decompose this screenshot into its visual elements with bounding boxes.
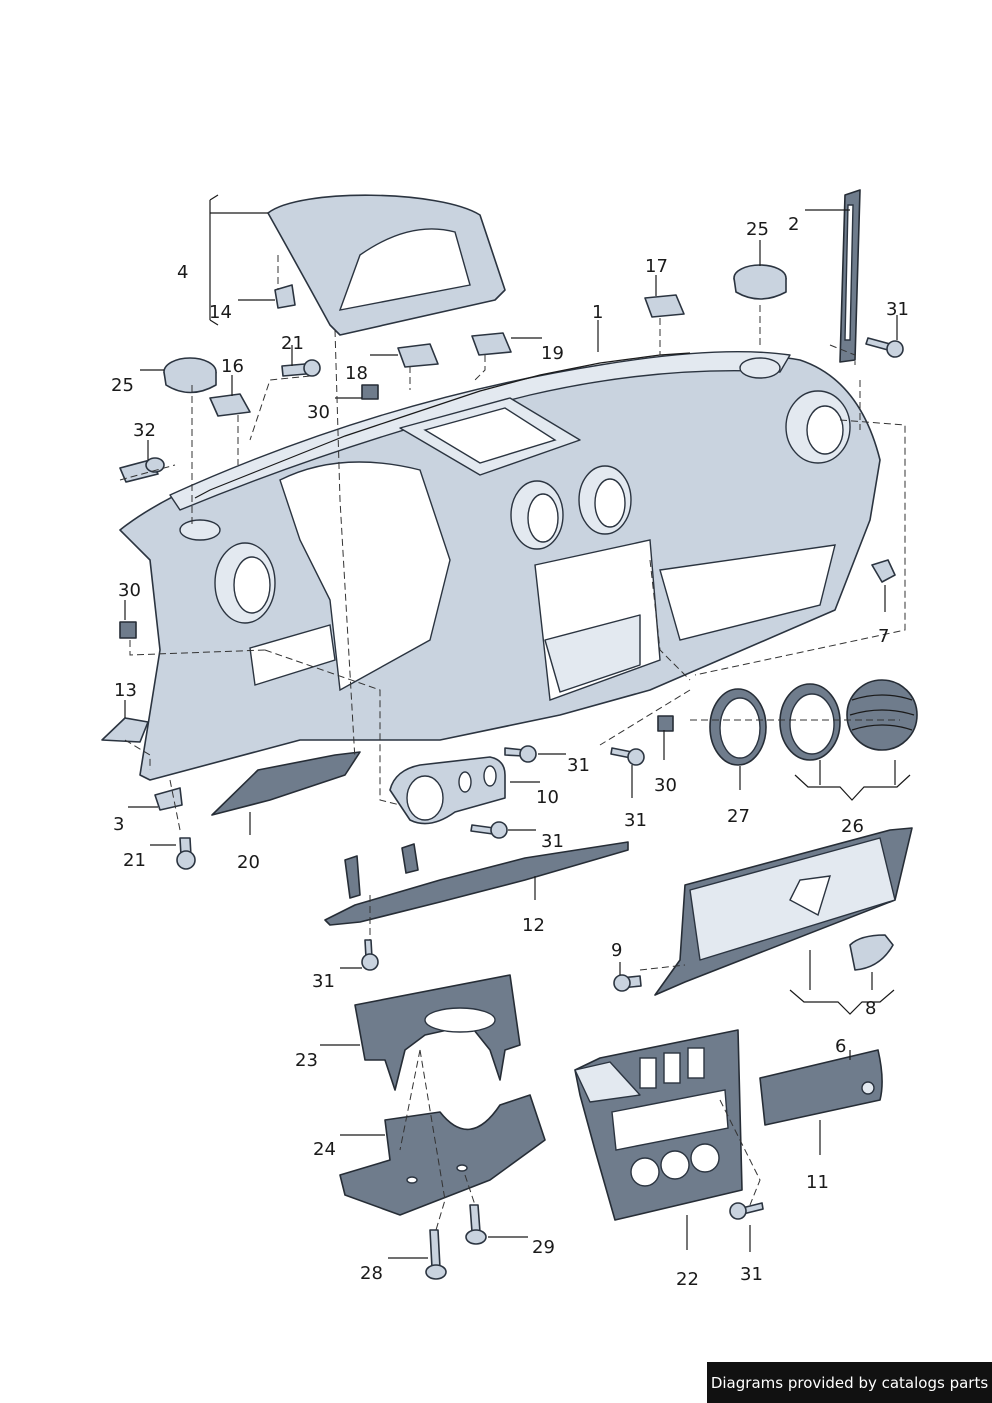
part-screw-31-a: [504, 745, 537, 763]
part-cap-3: [154, 787, 183, 811]
label-8: 8: [865, 998, 876, 1019]
label-30-top: 30: [307, 402, 330, 423]
part-nut-30-top: [361, 384, 379, 400]
label-12: 12: [522, 915, 545, 936]
label-20: 20: [237, 852, 260, 873]
part-screw-31-d: [361, 939, 379, 971]
label-24: 24: [313, 1139, 336, 1160]
part-bolt-21-bottom: [176, 837, 196, 870]
part-center-console-22: [574, 1029, 743, 1221]
part-panel-11: [759, 1049, 883, 1126]
part-rail-12: [324, 841, 629, 926]
label-9: 9: [611, 940, 622, 961]
part-switch-housing-10: [389, 756, 506, 825]
part-vent-25-right: [733, 264, 787, 300]
part-screw-31-e: [729, 1202, 764, 1220]
part-cover-18: [397, 343, 439, 368]
label-14: 14: [209, 302, 232, 323]
part-screw-31-c: [470, 821, 508, 839]
label-32: 32: [133, 420, 156, 441]
label-27: 27: [727, 806, 750, 827]
callout-labels: 1 2 3 4 6 7 8 9 10 11 12 13 14 16 17 18 …: [111, 214, 909, 1290]
label-21-bottom: 21: [123, 850, 146, 871]
label-21-top: 21: [281, 333, 304, 354]
part-plug-32: [119, 457, 165, 483]
part-screw-28: [425, 1229, 447, 1280]
label-18: 18: [345, 363, 368, 384]
part-screw-29: [465, 1204, 487, 1245]
part-clip-14: [274, 284, 296, 309]
part-handle-8: [849, 934, 894, 971]
part-screw-31-b: [610, 747, 645, 766]
part-cover-17: [644, 294, 685, 318]
label-4: 4: [177, 262, 188, 283]
label-31-a: 31: [567, 755, 590, 776]
label-30-right: 30: [654, 775, 677, 796]
label-25-left: 25: [111, 375, 134, 396]
label-31-b: 31: [624, 810, 647, 831]
part-nut-30-right: [657, 715, 674, 732]
label-3: 3: [113, 814, 124, 835]
label-31-c: 31: [541, 831, 564, 852]
label-28: 28: [360, 1263, 383, 1284]
label-1: 1: [592, 302, 603, 323]
part-trim-20: [211, 751, 361, 816]
label-16: 16: [221, 356, 244, 377]
part-column-cover-23: [354, 974, 521, 1091]
label-11: 11: [806, 1172, 829, 1193]
label-26: 26: [841, 816, 864, 837]
part-vent-ring-27: [709, 688, 767, 766]
label-31-e: 31: [740, 1264, 763, 1285]
part-dashboard-main: [119, 350, 881, 781]
label-22: 22: [676, 1269, 699, 1290]
label-13: 13: [114, 680, 137, 701]
label-17: 17: [645, 256, 668, 277]
label-29: 29: [532, 1237, 555, 1258]
part-instrument-cluster-hood: [267, 194, 506, 336]
part-clip-7: [871, 559, 896, 583]
part-screw-31-topright: [865, 337, 904, 358]
label-10: 10: [536, 787, 559, 808]
label-19: 19: [541, 343, 564, 364]
label-23: 23: [295, 1050, 318, 1071]
label-6: 6: [835, 1036, 846, 1057]
label-31-d: 31: [312, 971, 335, 992]
label-7: 7: [878, 626, 889, 647]
part-cover-19: [471, 332, 512, 356]
credit-banner: Diagrams provided by catalogs parts: [707, 1362, 992, 1403]
part-bolt-21-top: [281, 359, 321, 377]
label-25-right: 25: [746, 219, 769, 240]
label-30-left: 30: [118, 580, 141, 601]
label-31-topright: 31: [886, 299, 909, 320]
part-cover-16: [209, 393, 251, 417]
part-bracket-13: [101, 717, 149, 743]
label-2: 2: [788, 214, 799, 235]
part-bracket: [839, 189, 861, 363]
part-vent-outlet-26: [846, 679, 918, 751]
part-vent-ring-26: [779, 683, 841, 761]
part-nut-30-left: [119, 621, 137, 639]
part-column-cover-24: [339, 1094, 546, 1216]
part-glovebox: [654, 827, 913, 996]
part-vent-25-left: [163, 357, 217, 394]
part-bolt-9: [613, 974, 642, 992]
